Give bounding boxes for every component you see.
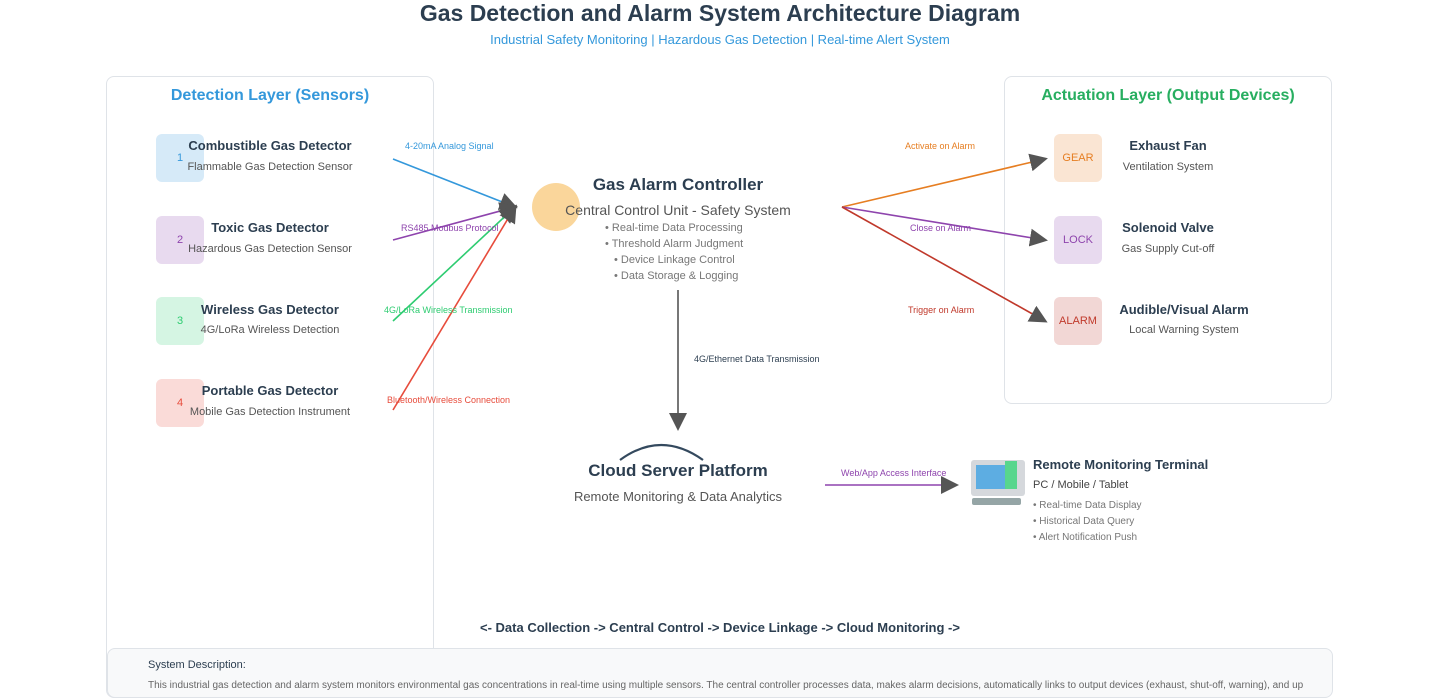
- sensor-3-link-label: 4G/LoRa Wireless Transmission: [384, 305, 513, 315]
- remote-terminal-title: Remote Monitoring Terminal: [1033, 457, 1209, 472]
- fan-link-label: Activate on Alarm: [905, 141, 976, 151]
- link-line-valve: [841, 206, 1048, 247]
- remote-terminal-feature: • Real-time Data Display: [1033, 500, 1142, 511]
- alarm-desc: Local Warning System: [1129, 324, 1239, 336]
- sensor-4-desc: Mobile Gas Detection Instrument: [189, 406, 351, 418]
- valve-name: Solenoid Valve: [1122, 220, 1214, 235]
- sensor-1-desc: Flammable Gas Detection Sensor: [187, 161, 353, 173]
- cloud-title: Cloud Server Platform: [588, 461, 768, 480]
- controller-feature: • Real-time Data Processing: [605, 222, 743, 234]
- sensor-3-desc: 4G/LoRa Wireless Detection: [200, 324, 340, 336]
- gear-icon: GEAR: [1054, 134, 1102, 182]
- sensor-2-name: Toxic Gas Detector: [211, 220, 329, 235]
- system-description-text: This industrial gas detection and alarm …: [148, 680, 1304, 691]
- valve-link-label: Close on Alarm: [910, 223, 972, 233]
- alarm-name: Audible/Visual Alarm: [1119, 302, 1249, 317]
- sensor-2-link-label: RS485 Modbus Protocol: [401, 223, 499, 233]
- sensor-1-link-label: 4-20mA Analog Signal: [405, 141, 494, 151]
- actuation-layer-title: Actuation Layer (Output Devices): [1041, 87, 1295, 104]
- diagram-subtitle: Industrial Safety Monitoring | Hazardous…: [490, 32, 950, 47]
- link-line-fan: [841, 153, 1048, 208]
- controller-feature: • Device Linkage Control: [614, 254, 735, 266]
- alarm-icon: ALARM: [1054, 297, 1102, 345]
- controller-title: Gas Alarm Controller: [592, 175, 764, 194]
- valve-desc: Gas Supply Cut-off: [1121, 243, 1215, 255]
- cloud-icon: [619, 443, 704, 461]
- flow-summary: <- Data Collection -> Central Control ->…: [480, 620, 960, 635]
- sensor-1-name: Combustible Gas Detector: [188, 138, 352, 153]
- fan-desc: Ventilation System: [1122, 161, 1214, 173]
- alarm-link-label: Trigger on Alarm: [908, 305, 975, 315]
- cloud-subtitle: Remote Monitoring & Data Analytics: [573, 489, 783, 504]
- sensor-4-name: Portable Gas Detector: [201, 383, 339, 398]
- remote-terminal-feature: • Alert Notification Push: [1033, 532, 1138, 543]
- detection-layer-title: Detection Layer (Sensors): [170, 87, 370, 104]
- monitor-icon: [971, 460, 1025, 505]
- controller-feature: • Threshold Alarm Judgment: [605, 238, 744, 250]
- sensor-2-icon: 2: [156, 216, 204, 264]
- sensor-1-icon: 1: [156, 134, 204, 182]
- cloud-link-label: 4G/Ethernet Data Transmission: [694, 354, 820, 364]
- controller-feature: • Data Storage & Logging: [614, 270, 739, 282]
- sensor-4-link-label: Bluetooth/Wireless Connection: [387, 395, 511, 405]
- controller-subtitle: Central Control Unit - Safety System: [565, 202, 791, 218]
- lock-icon: LOCK: [1054, 216, 1102, 264]
- diagram-title: Gas Detection and Alarm System Architect…: [419, 0, 1021, 26]
- sensor-3-name: Wireless Gas Detector: [201, 302, 339, 317]
- sensor-2-desc: Hazardous Gas Detection Sensor: [188, 243, 352, 255]
- link-line-sensor-4: [392, 204, 517, 411]
- remote-terminal-feature: • Historical Data Query: [1033, 516, 1135, 527]
- system-description-box: System Description: This industrial gas …: [107, 648, 1333, 698]
- system-description-heading: System Description:: [148, 659, 246, 671]
- fan-name: Exhaust Fan: [1129, 138, 1207, 153]
- link-line-sensor-2: [392, 202, 518, 241]
- remote-terminal-subtitle: PC / Mobile / Tablet: [1033, 479, 1129, 491]
- remote-link-label: Web/App Access Interface: [841, 468, 947, 478]
- link-line-sensor-3: [392, 204, 518, 322]
- link-line-sensor-1: [392, 158, 518, 210]
- link-line-alarm: [841, 206, 1048, 323]
- sensor-3-icon: 3: [156, 297, 204, 345]
- controller-circle: [532, 183, 580, 231]
- sensor-4-icon: 4: [156, 379, 204, 427]
